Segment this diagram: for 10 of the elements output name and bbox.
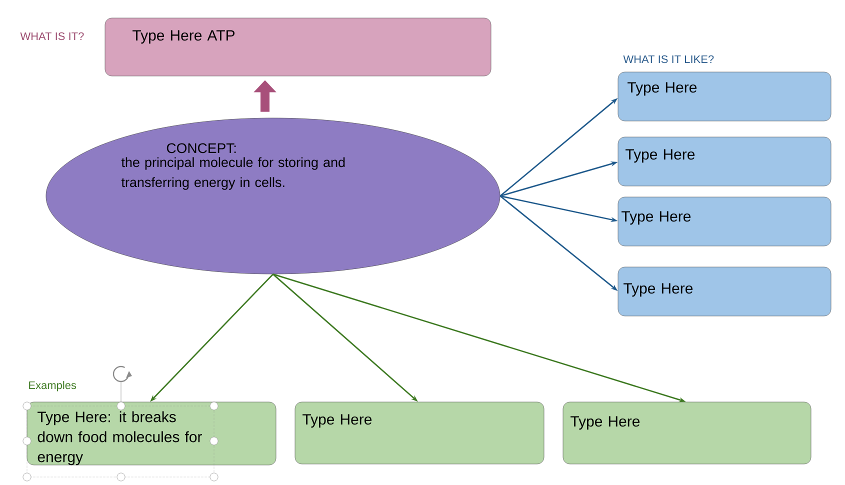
answer-box: Type Here bbox=[618, 72, 832, 122]
heading-label: WHAT IS IT? bbox=[20, 32, 84, 40]
answer-box: Type Here bbox=[618, 136, 832, 186]
heading-label: Examples bbox=[29, 381, 76, 392]
example-box: Type Here bbox=[562, 402, 812, 464]
answer-box: Type Here bbox=[618, 266, 832, 316]
example-box: Type Here: it breaks down food molecules for energy bbox=[26, 402, 276, 466]
answer-box: Type Here ATP bbox=[104, 18, 492, 76]
answer-box: Type Here bbox=[618, 196, 832, 246]
example-box: Type Here bbox=[294, 402, 544, 464]
